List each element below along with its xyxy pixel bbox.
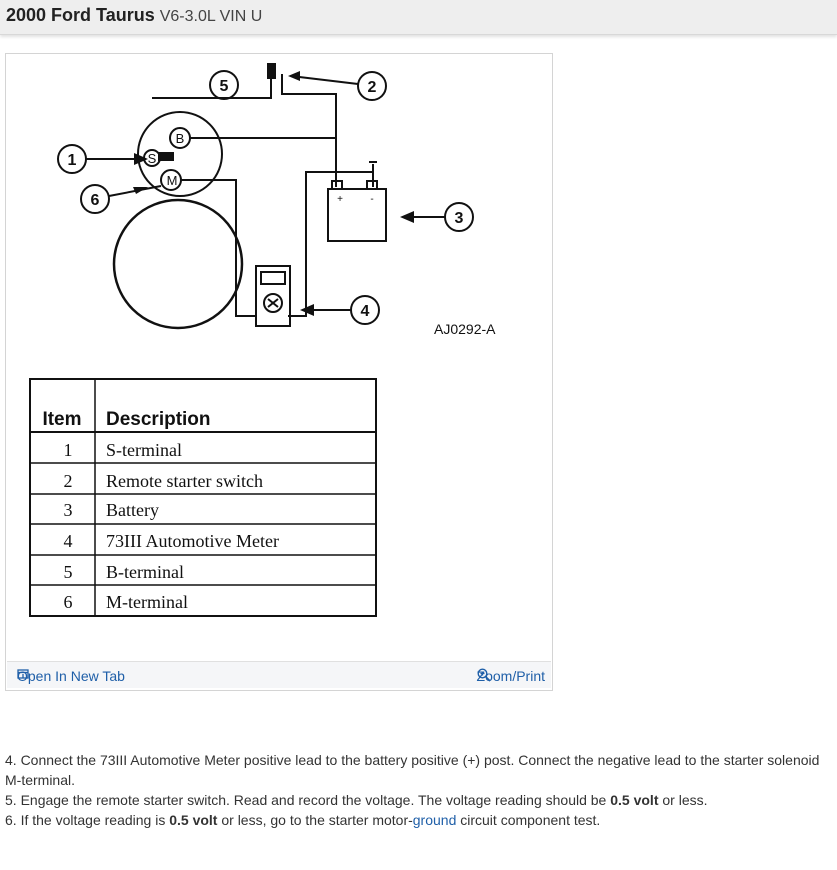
wire-switch-to-battery [281, 74, 337, 187]
wire-meter-to-battery [288, 171, 374, 317]
open-new-tab-label: Open In New Tab [17, 668, 125, 684]
page-header: 2000 Ford Taurus V6-3.0L VIN U [0, 0, 837, 35]
table-cell-description: 73III Automotive Meter [106, 531, 279, 551]
diagram-figure: 5 2 1 6 3 4 B M S + - AJ0292-A Item [5, 53, 553, 691]
callout-2: 2 [368, 79, 377, 96]
callout-1: 1 [68, 152, 77, 169]
terminal-b-label: B [176, 131, 185, 146]
table-cell-item: 5 [64, 562, 73, 582]
step-5: 5. Engage the remote starter switch. Rea… [5, 792, 708, 808]
table-cell-description: M-terminal [106, 592, 188, 612]
wire-m-to-meter [181, 179, 256, 317]
diagram-code: AJ0292-A [434, 321, 496, 337]
remote-switch [267, 63, 276, 79]
table-cell-item: 4 [64, 531, 73, 551]
table-cell-description: B-terminal [106, 562, 184, 582]
callout-3: 3 [455, 210, 464, 227]
vehicle-title: 2000 Ford Taurus V6-3.0L VIN U [6, 5, 262, 26]
table-cell-item: 1 [64, 440, 73, 460]
wiring-diagram: 5 2 1 6 3 4 B M S + - AJ0292-A Item [29, 63, 496, 617]
terminal-s-label: S [148, 151, 157, 166]
table-cell-item: 3 [64, 500, 73, 520]
instructions: 4. Connect the 73III Automotive Meter po… [5, 750, 825, 830]
battery-body [327, 188, 387, 242]
callout-5: 5 [220, 78, 229, 95]
step-4: 4. Connect the 73III Automotive Meter po… [5, 752, 820, 788]
engine-spec: V6-3.0L VIN U [159, 8, 263, 25]
figure-footer: Open In New Tab Zoom/Print [7, 661, 551, 688]
s-terminal-stub [158, 152, 174, 161]
ground-link[interactable]: ground [412, 812, 457, 828]
table-header-description: Description [106, 409, 211, 430]
table-header-item: Item [42, 409, 81, 430]
table-cell-item: 2 [64, 471, 73, 491]
table-cell-item: 6 [64, 592, 73, 612]
table-cell-description: Battery [106, 500, 159, 520]
zoom-print-label: Zoom/Print [476, 668, 545, 684]
terminal-m-label: M [167, 173, 178, 188]
meter-body [255, 265, 291, 327]
callout-4: 4 [361, 303, 370, 320]
open-new-tab-link[interactable]: Open In New Tab [17, 668, 125, 684]
make-model: 2000 Ford Taurus [6, 5, 155, 25]
step-6: 6. If the voltage reading is 0.5 volt or… [5, 812, 601, 828]
wire-switch-to-s [152, 74, 272, 99]
battery-minus: - [370, 194, 373, 205]
zoom-print-link[interactable]: Zoom/Print [477, 668, 545, 684]
solenoid [137, 111, 223, 197]
battery-plus: + [337, 194, 343, 205]
open-new-tab-icon [17, 669, 29, 679]
table-cell-description: Remote starter switch [106, 471, 263, 491]
table-cell-description: S-terminal [106, 440, 182, 460]
starter-motor-body [112, 198, 244, 330]
magnifier-icon [477, 668, 491, 682]
callout-6: 6 [91, 192, 100, 209]
